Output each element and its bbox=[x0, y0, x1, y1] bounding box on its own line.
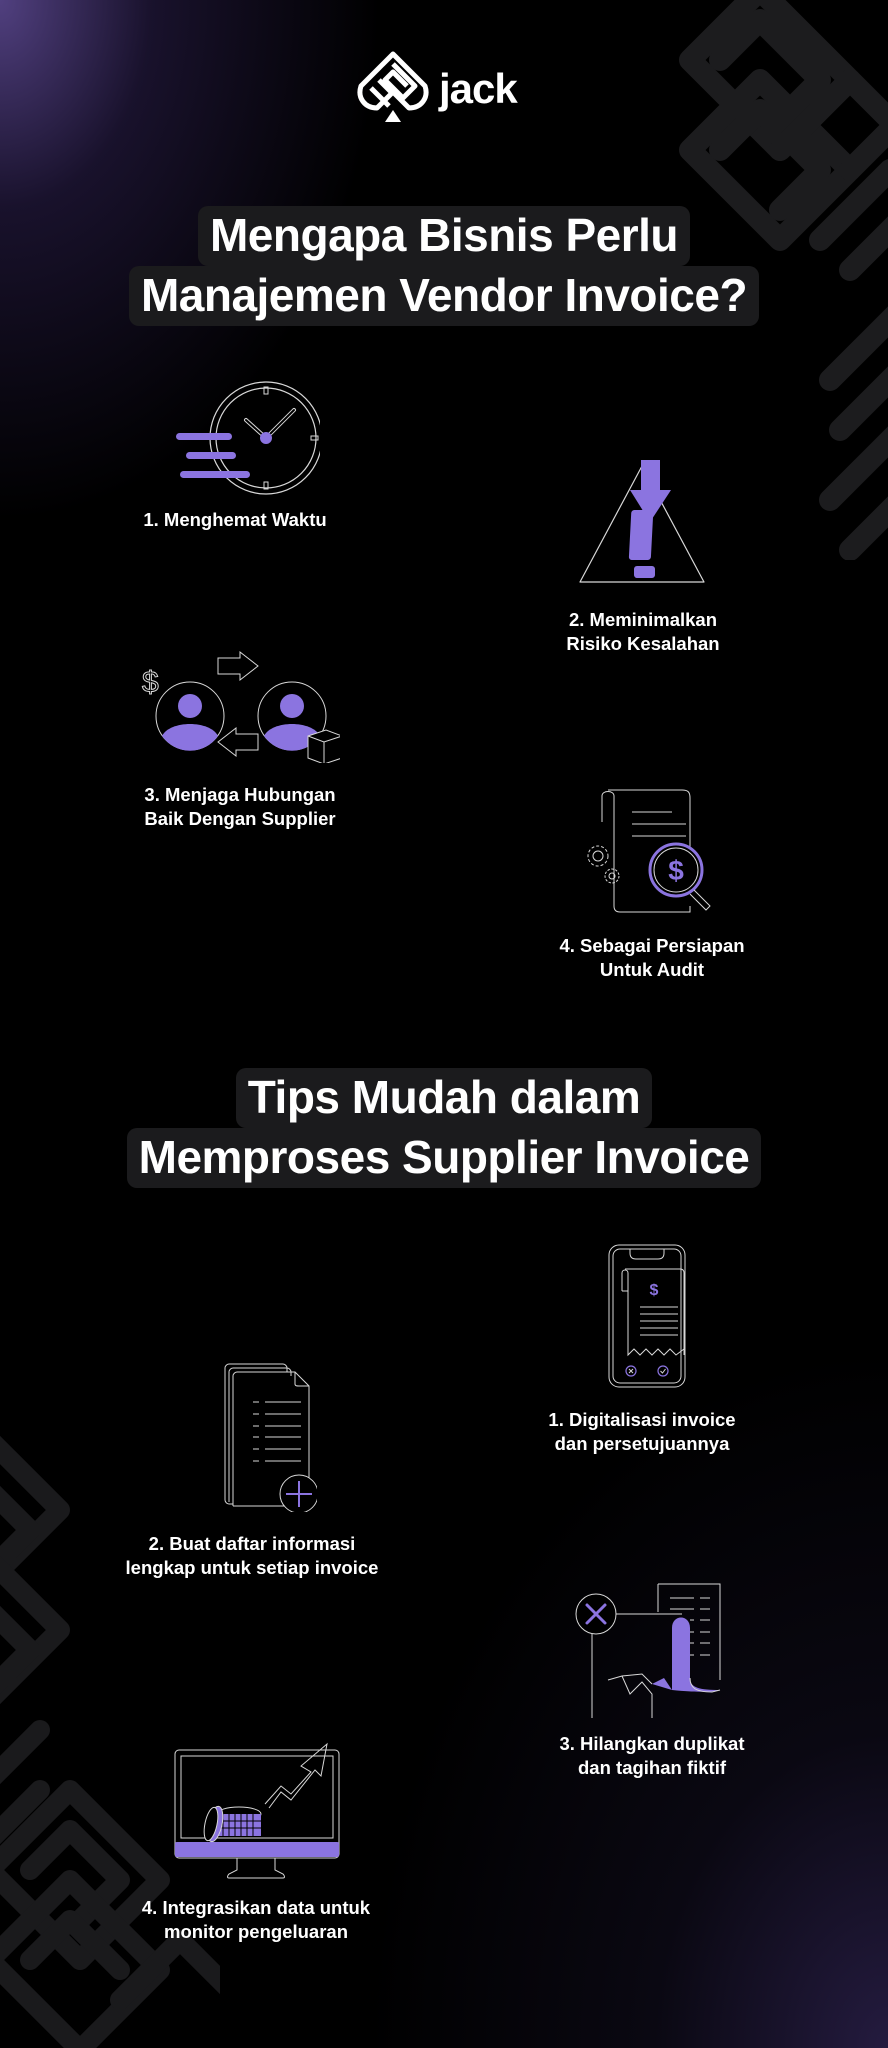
reason-item-2: 2. Meminimalkan Risiko Kesalahan bbox=[543, 460, 743, 656]
reason-item-4-label-1: 4. Sebagai Persiapan bbox=[559, 935, 745, 956]
reason-item-3: $ 3. Menjaga Hubungan Baik Dengan Suppli… bbox=[130, 648, 350, 831]
reason-item-4-label-2: Untuk Audit bbox=[599, 959, 705, 980]
reason-item-4: $ 4. Sebagai Persiapan Untuk Audit bbox=[542, 788, 762, 982]
section1-title-line2: Manajemen Vendor Invoice? bbox=[128, 266, 760, 326]
brand-logo: jack bbox=[355, 50, 518, 128]
tip-item-2-label-1: 2. Buat daftar informasi bbox=[148, 1533, 356, 1554]
document-audit-icon: $ bbox=[587, 789, 711, 913]
phone-receipt-icon: $ bbox=[608, 1244, 686, 1388]
tip-item-2-label-2: lengkap untuk setiap invoice bbox=[125, 1557, 379, 1578]
tip-item-1: $ 1. Digitalisasi invoice dan persetujua… bbox=[532, 1243, 752, 1456]
section2-title: Tips Mudah dalam Memproses Supplier Invo… bbox=[0, 1068, 888, 1188]
section2-title-line1: Tips Mudah dalam bbox=[235, 1068, 653, 1128]
reason-item-3-label-2: Baik Dengan Supplier bbox=[144, 808, 336, 829]
tip-item-1-label-1: 1. Digitalisasi invoice bbox=[548, 1409, 736, 1430]
tip-item-4-label-1: 4. Integrasikan data untuk bbox=[141, 1897, 371, 1918]
spade-maze-icon bbox=[357, 51, 429, 122]
brand-name: jack bbox=[439, 65, 518, 112]
fast-clock-icon bbox=[176, 381, 320, 495]
monitor-growth-icon bbox=[174, 1742, 340, 1879]
torn-invoice-icon bbox=[575, 1583, 721, 1718]
tip-item-1-label-2: dan persetujuannya bbox=[554, 1433, 730, 1454]
tip-item-3: 3. Hilangkan duplikat dan tagihan fiktif bbox=[542, 1578, 762, 1780]
warning-triangle-icon bbox=[579, 460, 705, 583]
people-exchange-icon: $ bbox=[142, 650, 340, 763]
svg-text:$: $ bbox=[668, 855, 684, 886]
tip-item-4-label-2: monitor pengeluaran bbox=[164, 1921, 348, 1942]
section2-title-line2: Memproses Supplier Invoice bbox=[126, 1128, 762, 1188]
tip-item-3-label-2: dan tagihan fiktif bbox=[578, 1757, 726, 1778]
section1-title-line1: Mengapa Bisnis Perlu bbox=[197, 206, 690, 266]
svg-text:$: $ bbox=[650, 1282, 659, 1299]
reason-item-3-label-1: 3. Menjaga Hubungan bbox=[144, 784, 336, 805]
reason-item-1: 1. Menghemat Waktu bbox=[110, 372, 360, 532]
section1-title: Mengapa Bisnis Perlu Manajemen Vendor In… bbox=[0, 206, 888, 326]
tip-item-2: 2. Buat daftar informasi lengkap untuk s… bbox=[112, 1362, 392, 1580]
svg-text:$: $ bbox=[142, 666, 159, 699]
reason-item-1-label: 1. Menghemat Waktu bbox=[143, 509, 327, 530]
reason-item-2-label-1: 2. Meminimalkan bbox=[568, 609, 718, 630]
tip-item-3-label-1: 3. Hilangkan duplikat bbox=[559, 1733, 745, 1754]
documents-add-icon bbox=[224, 1363, 317, 1512]
tip-item-4: 4. Integrasikan data untuk monitor penge… bbox=[126, 1742, 386, 1944]
reason-item-2-label-2: Risiko Kesalahan bbox=[566, 633, 720, 654]
